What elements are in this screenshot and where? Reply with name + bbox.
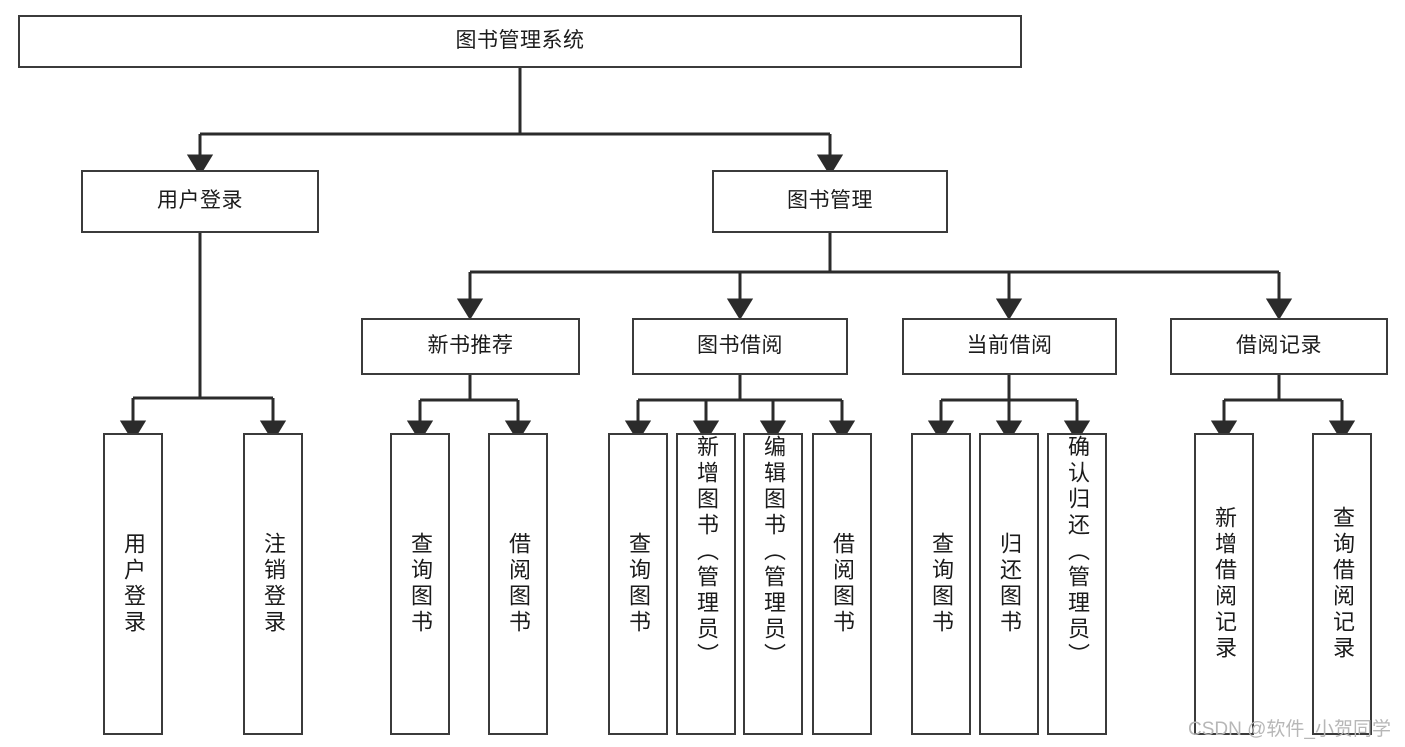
leaf-edit-book-admin-label: 编辑图书（管理员） — [761, 435, 786, 669]
node-current-borrow[interactable]: 当前借阅 — [902, 318, 1117, 375]
leaf-return-book[interactable]: 归还图书 — [979, 433, 1039, 735]
node-new-book-recommend-label: 新书推荐 — [427, 334, 514, 358]
node-book-borrow-label: 图书借阅 — [697, 334, 783, 358]
leaf-add-borrow-record[interactable]: 新增借阅记录 — [1194, 433, 1254, 735]
leaf-borrow-book-recommend-label: 借阅图书 — [506, 532, 531, 636]
leaf-edit-book-admin[interactable]: 编辑图书（管理员） — [743, 433, 803, 735]
node-borrow-record-label: 借阅记录 — [1236, 334, 1322, 358]
leaf-query-book-recommend-label: 查询图书 — [408, 532, 433, 636]
leaf-query-book-recommend[interactable]: 查询图书 — [390, 433, 450, 735]
node-new-book-recommend[interactable]: 新书推荐 — [361, 318, 580, 375]
leaf-user-login-label: 用户登录 — [121, 532, 146, 636]
node-root[interactable]: 图书管理系统 — [18, 15, 1022, 68]
node-borrow-record[interactable]: 借阅记录 — [1170, 318, 1388, 375]
leaf-query-book-borrow-label: 查询图书 — [626, 532, 651, 636]
node-user-login[interactable]: 用户登录 — [81, 170, 319, 233]
leaf-user-login[interactable]: 用户登录 — [103, 433, 163, 735]
leaf-query-book-current-label: 查询图书 — [929, 532, 954, 636]
leaf-borrow-book-borrow-label: 借阅图书 — [830, 532, 855, 636]
leaf-add-borrow-record-label: 新增借阅记录 — [1212, 506, 1237, 662]
leaf-borrow-book-recommend[interactable]: 借阅图书 — [488, 433, 548, 735]
watermark: CSDN @软件_小贺同学 — [1188, 719, 1391, 740]
leaf-user-logout-label: 注销登录 — [261, 532, 286, 636]
leaf-borrow-book-borrow[interactable]: 借阅图书 — [812, 433, 872, 735]
leaf-query-borrow-record[interactable]: 查询借阅记录 — [1312, 433, 1372, 735]
leaf-query-book-current[interactable]: 查询图书 — [911, 433, 971, 735]
leaf-query-book-borrow[interactable]: 查询图书 — [608, 433, 668, 735]
leaf-query-borrow-record-label: 查询借阅记录 — [1330, 506, 1355, 662]
node-book-borrow[interactable]: 图书借阅 — [632, 318, 848, 375]
node-current-borrow-label: 当前借阅 — [966, 334, 1053, 358]
node-book-management-label: 图书管理 — [787, 189, 873, 213]
leaf-confirm-return-admin-label: 确认归还（管理员） — [1065, 435, 1090, 669]
node-root-label: 图书管理系统 — [455, 29, 585, 53]
leaf-confirm-return-admin[interactable]: 确认归还（管理员） — [1047, 433, 1107, 735]
leaf-return-book-label: 归还图书 — [997, 532, 1022, 636]
leaf-add-book-admin-label: 新增图书（管理员） — [694, 435, 719, 669]
leaf-user-logout[interactable]: 注销登录 — [243, 433, 303, 735]
leaf-add-book-admin[interactable]: 新增图书（管理员） — [676, 433, 736, 735]
node-user-login-label: 用户登录 — [157, 189, 243, 213]
node-book-management[interactable]: 图书管理 — [712, 170, 948, 233]
